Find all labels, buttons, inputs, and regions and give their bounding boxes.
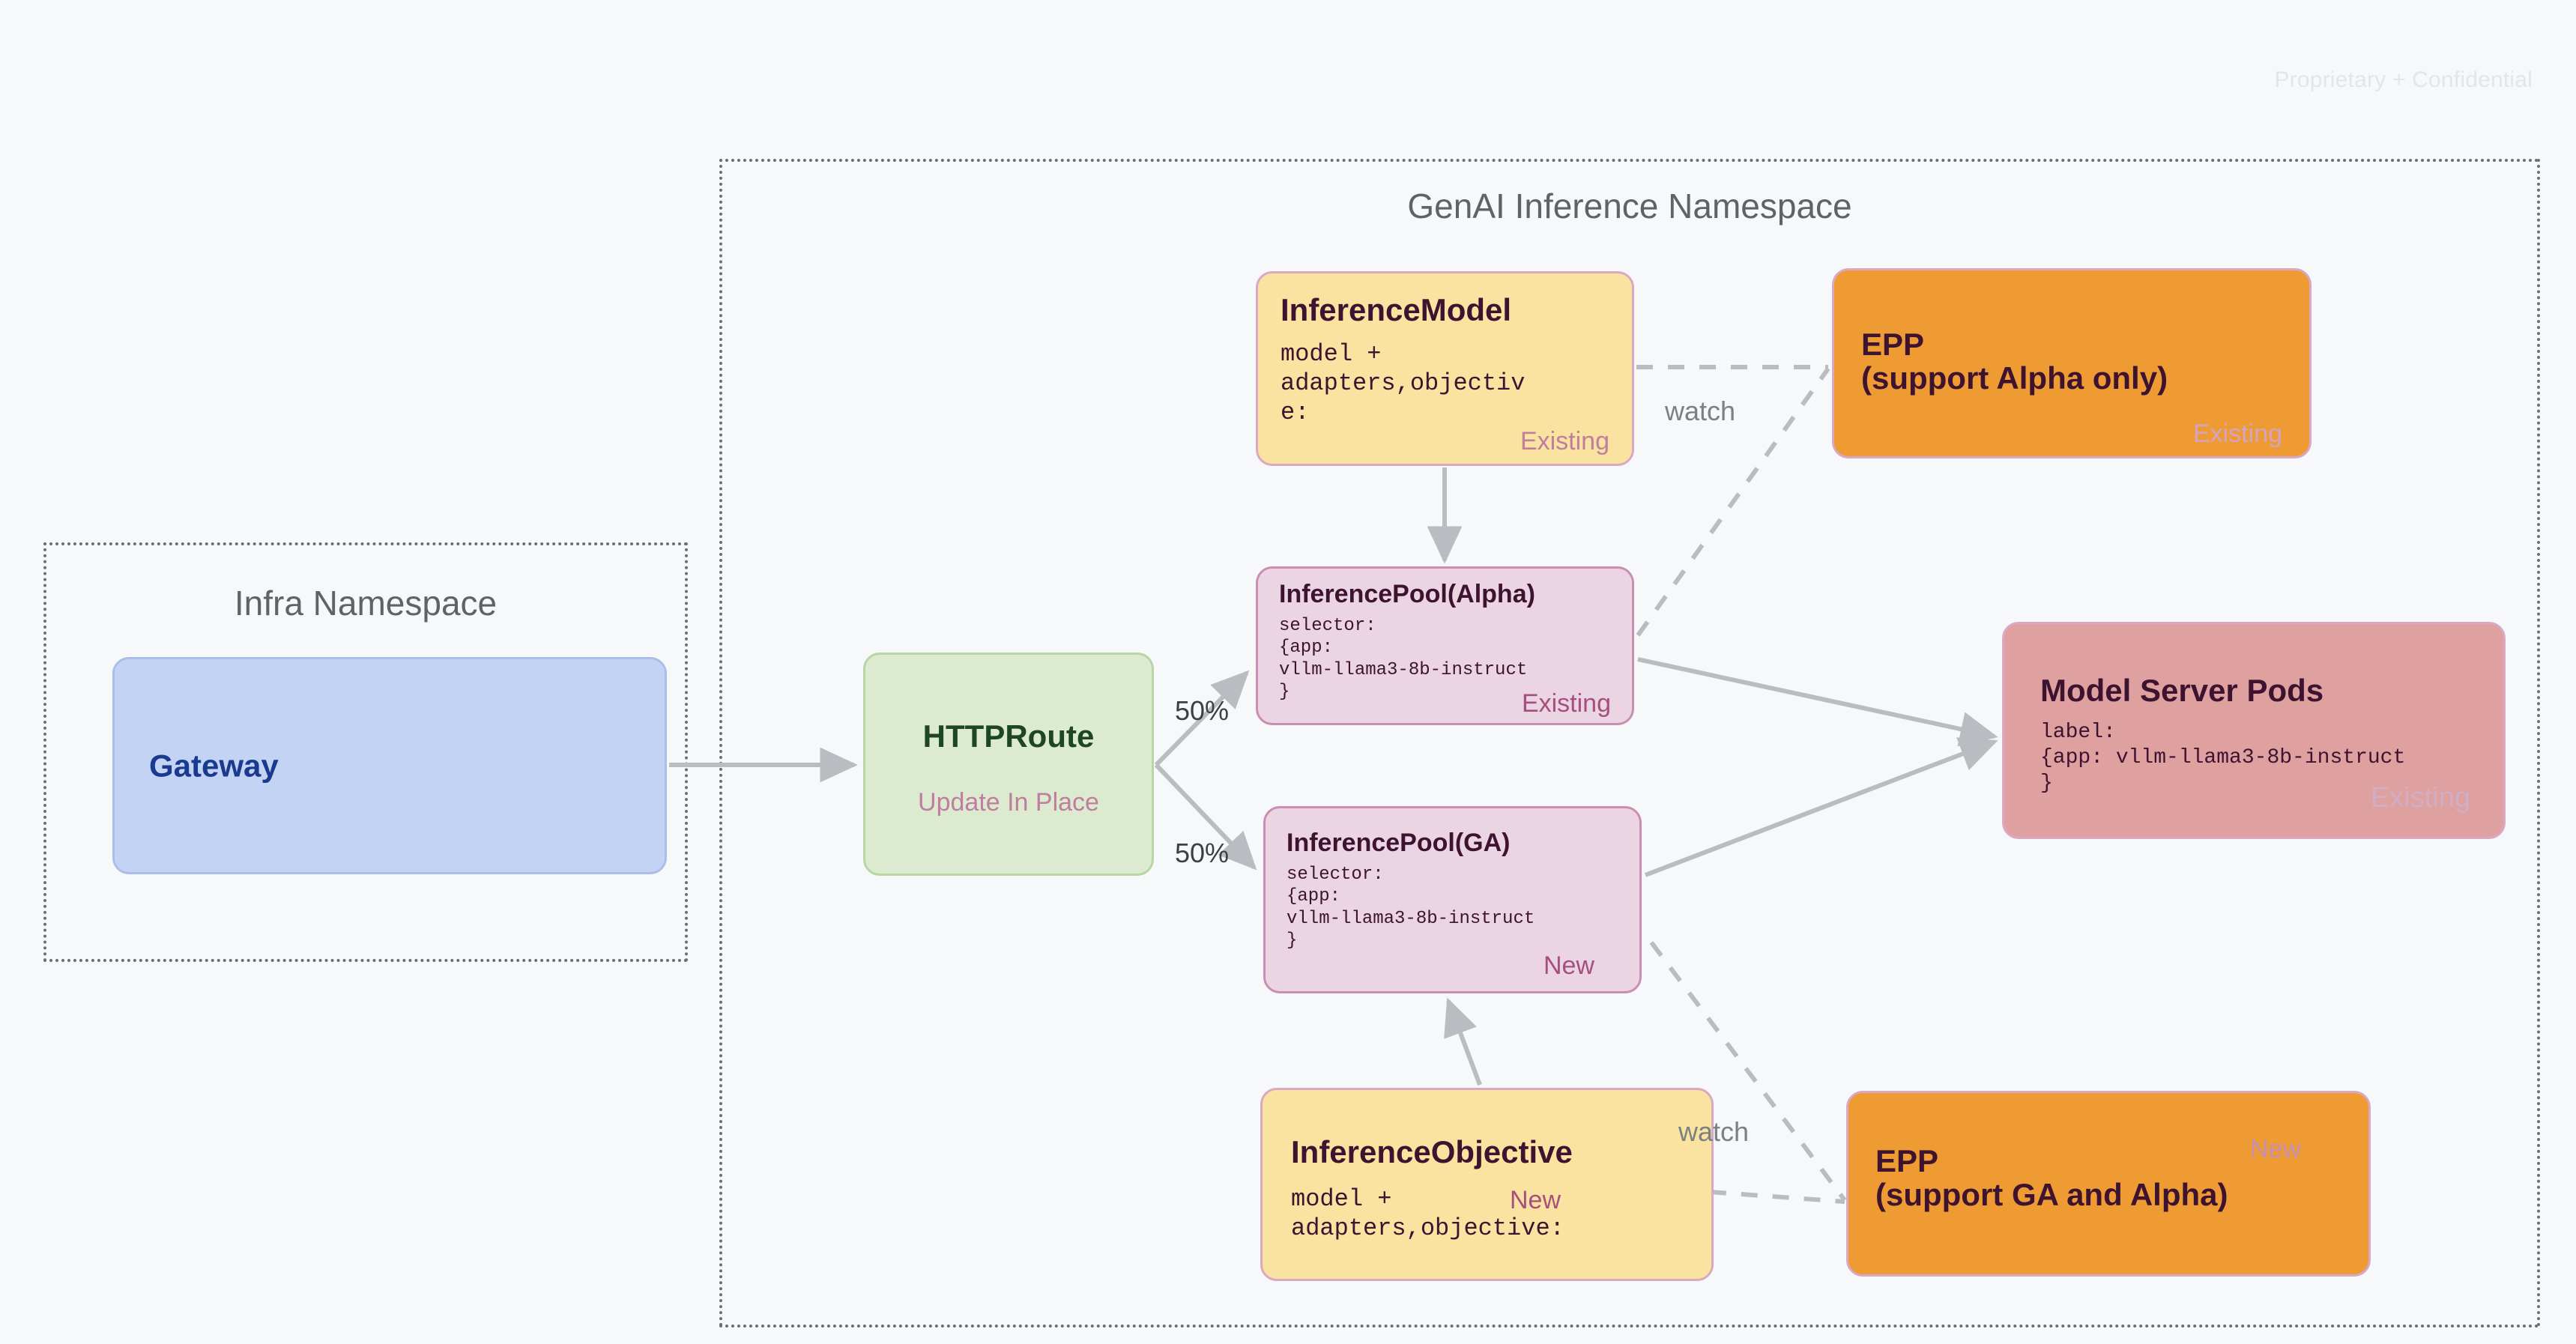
edge-label-split-top: 50% (1175, 695, 1230, 726)
model-server-pods-body: label: {app: vllm-llama3-8b-instruct } (2040, 721, 2406, 796)
genai-namespace-title: GenAI Inference Namespace (1407, 187, 1852, 225)
edge-label-watch-top: watch (1665, 396, 1736, 426)
edge-label-watch-bottom: watch (1678, 1116, 1750, 1147)
node-inference-pool-ga[interactable]: InferencePool(GA) selector: {app: vllm-l… (1263, 806, 1642, 993)
infra-namespace-title: Infra Namespace (234, 584, 498, 623)
node-inference-objective[interactable]: InferenceObjective model + adapters,obje… (1260, 1088, 1714, 1281)
epp-alpha-only-badge: Existing (2192, 420, 2282, 448)
inference-model-title: InferenceModel (1281, 292, 1512, 327)
node-epp-alpha-only[interactable]: EPP (support Alpha only) Existing (1832, 268, 2312, 458)
inference-pool-ga-badge: New (1543, 951, 1594, 980)
inference-objective-title: InferenceObjective (1291, 1134, 1573, 1169)
node-model-server-pods[interactable]: Model Server Pods label: {app: vllm-llam… (2002, 622, 2506, 839)
inference-model-badge: Existing (1520, 427, 1609, 455)
inference-objective-badge: New (1510, 1186, 1561, 1214)
node-inference-model[interactable]: InferenceModel model + adapters,objectiv… (1256, 271, 1634, 466)
node-gateway[interactable]: Gateway (112, 657, 667, 874)
inference-pool-ga-body: selector: {app: vllm-llama3-8b-instruct … (1287, 865, 1535, 951)
epp-ga-and-alpha-badge: New (2249, 1135, 2301, 1163)
infra-namespace-container: Infra Namespace (43, 542, 688, 962)
httproute-title: HTTPRoute (922, 718, 1095, 754)
model-server-pods-title: Model Server Pods (2040, 673, 2324, 708)
edge-label-split-bottom: 50% (1175, 838, 1230, 868)
inference-pool-ga-title: InferencePool(GA) (1287, 829, 1511, 857)
inference-objective-body: model + adapters,objective: (1291, 1185, 1564, 1243)
genai-namespace-container: GenAI Inference Namespace (719, 159, 2540, 1328)
inference-pool-alpha-body: selector: {app: vllm-llama3-8b-instruct … (1279, 616, 1528, 702)
epp-alpha-only-title: EPP (support Alpha only) (1861, 327, 2168, 396)
node-inference-pool-alpha[interactable]: InferencePool(Alpha) selector: {app: vll… (1256, 566, 1634, 725)
epp-ga-and-alpha-title: EPP (support GA and Alpha) (1875, 1143, 2228, 1213)
confidential-watermark: Proprietary + Confidential (2274, 67, 2533, 92)
node-httproute[interactable]: HTTPRoute Update In Place (863, 653, 1154, 876)
model-server-pods-badge: Existing (2370, 782, 2470, 814)
inference-model-body: model + adapters,objectiv e: (1281, 340, 1526, 427)
httproute-badge: Update In Place (918, 788, 1099, 817)
inference-pool-alpha-title: InferencePool(Alpha) (1279, 580, 1535, 608)
gateway-title: Gateway (149, 748, 279, 784)
inference-pool-alpha-badge: Existing (1521, 689, 1611, 718)
node-epp-ga-and-alpha[interactable]: EPP (support GA and Alpha) New (1846, 1091, 2371, 1277)
